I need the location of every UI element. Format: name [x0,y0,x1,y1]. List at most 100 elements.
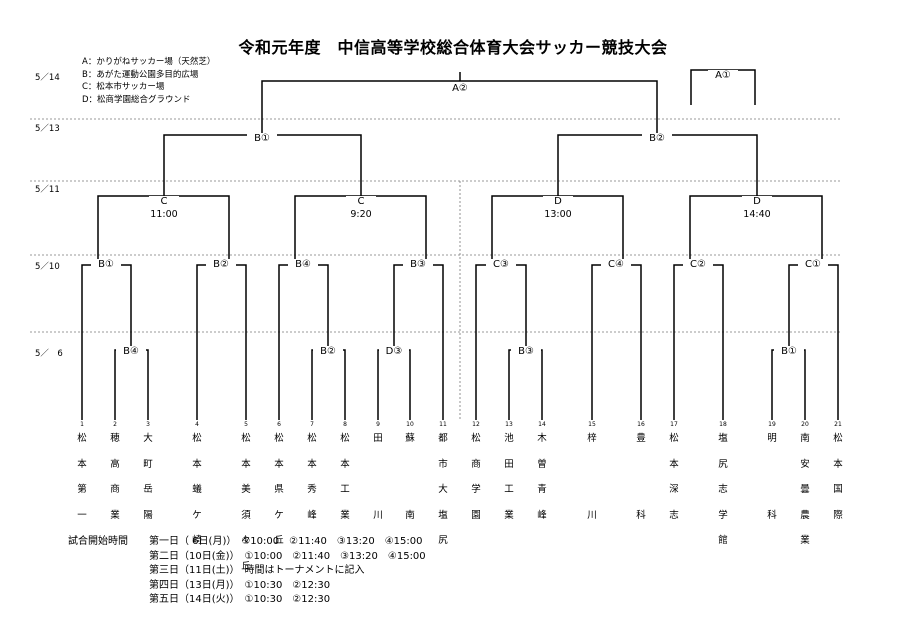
team-name-char: 際 [833,509,843,521]
r2-line [278,264,329,420]
date-label: 5／ 6 [35,349,63,359]
team-name-char: 一 [77,509,87,521]
schedule-day: 第四日（13日(月)） ①10:30 ②12:30 [149,579,331,591]
team-name-char: 蟻 [192,484,202,495]
team-name: 池田工業 [502,434,516,536]
team-name-char: 学 [718,509,728,521]
venue-label-r2: B② [206,259,236,271]
team-name-char: 松 [192,433,202,444]
team-name-char: 秀 [307,484,317,495]
team-name-char: 館 [718,535,728,546]
venue-label-r1: D③ [379,346,409,358]
team-number: 4 [195,421,199,428]
team-name-char: ケ [192,509,202,521]
r1-line [114,349,149,420]
team-name-char: 志 [669,509,679,521]
schedule-day: 第三日（11日(土)） 時間はトーナメントに記入 [149,565,365,576]
team-name-char: 陽 [143,509,153,521]
team-name-char: 園 [471,509,481,521]
team-name-char: 尻 [718,458,728,470]
team-name-char: 松 [77,433,87,444]
team-name-char: 穂 [110,433,120,444]
team-name-char: 深 [669,484,679,495]
team-name-char [371,460,385,470]
date-label: 5／11 [35,185,60,195]
team-name-char: ケ [274,509,284,521]
venue-label-qf: C [346,196,376,208]
team-name-char [765,460,779,470]
schedule-day: 第一日（ 6日(月)） ①10:00 ②11:40 ③13:20 ④15:00 [149,536,423,547]
venue-label-r2: B④ [288,259,318,271]
venue-label-qf: C [149,196,179,208]
team-name-char: 豊 [636,433,646,444]
schedule-day: 第五日（14日(火)） ①10:30 ②12:30 [149,594,331,605]
venue-label-r2: C④ [601,259,631,271]
team-name-char: 木 [537,433,547,444]
team-name-char: 商 [471,458,481,470]
team-name-char: 田 [373,433,383,444]
team-name-char: 梓 [587,433,597,444]
team-name-char: 農 [800,509,810,521]
team-name: 豊科 [634,434,648,536]
team-name-char: 尻 [438,535,448,546]
team-name-char: 市 [438,458,448,470]
team-number: 17 [670,421,678,428]
team-name-char: 町 [143,458,153,470]
team-name-char: 高 [110,458,120,470]
team-number: 21 [834,421,842,428]
venue-label-qf: D [742,196,772,208]
team-name-char: 南 [800,433,810,444]
team-name-char: 本 [77,458,87,470]
team-name: 松本蟻ケ崎 [190,434,204,562]
team-name: 大町岳陽 [141,434,155,536]
legend-item: B：あがた運動公園多目的広場 [82,69,199,80]
team-number: 2 [113,421,117,428]
team-name-char: 美 [241,484,251,495]
date-label: 5／13 [35,124,60,134]
schedule-day: 第二日（10日(金)） ①10:00 ②11:40 ③13:20 ④15:00 [149,550,426,562]
team-name-char [634,460,648,470]
team-number: 13 [505,421,513,428]
r1-line [508,349,543,420]
r1-line [771,349,806,420]
team-name-char: 松 [471,433,481,444]
team-name-char: 工 [340,484,350,495]
venue-label-qf: D [543,196,573,208]
team-name-char: 川 [587,509,597,521]
venue-label-r2: C① [798,259,828,271]
team-number: 15 [588,421,596,428]
team-name-char: 県 [274,484,284,495]
venue-label-r1: B② [313,346,343,358]
venue-label-semi: B② [642,133,672,145]
team-name: 南安曇農業 [798,434,812,562]
team-name-char: 学 [471,484,481,495]
date-label: 5／10 [35,262,60,272]
team-name-char: 峰 [537,509,547,521]
team-name-char: 田 [504,458,514,470]
team-number: 14 [538,421,546,428]
team-name: 田川 [371,434,385,536]
venue-legend: A：かりがねサッカー場（天然芝） B：あがた運動公園多目的広場 C：松本市サッカ… [82,56,215,106]
team-name-char: 松 [307,433,317,444]
r2-line [788,264,839,420]
date-label: 5／14 [35,73,60,83]
team-name-char [765,485,779,495]
team-name-char: 蘇 [405,433,415,444]
match-time: 13:00 [544,209,572,220]
team-name-char: 塩 [718,433,728,444]
venue-label-r2: C② [683,259,713,271]
team-name: 松本国際 [831,434,845,536]
team-name-char: 松 [669,433,679,444]
venue-label-r2: B① [91,259,121,271]
team-name: 松本秀峰 [305,434,319,536]
team-name: 松本県ケ丘 [272,434,286,562]
r1-line [377,349,411,420]
team-number: 1 [80,421,84,428]
team-number: 9 [376,421,380,428]
team-number: 7 [310,421,314,428]
venue-label-r2: B③ [403,259,433,271]
team-name: 木曽青峰 [535,434,549,536]
team-number: 6 [277,421,281,428]
team-number: 19 [768,421,776,428]
